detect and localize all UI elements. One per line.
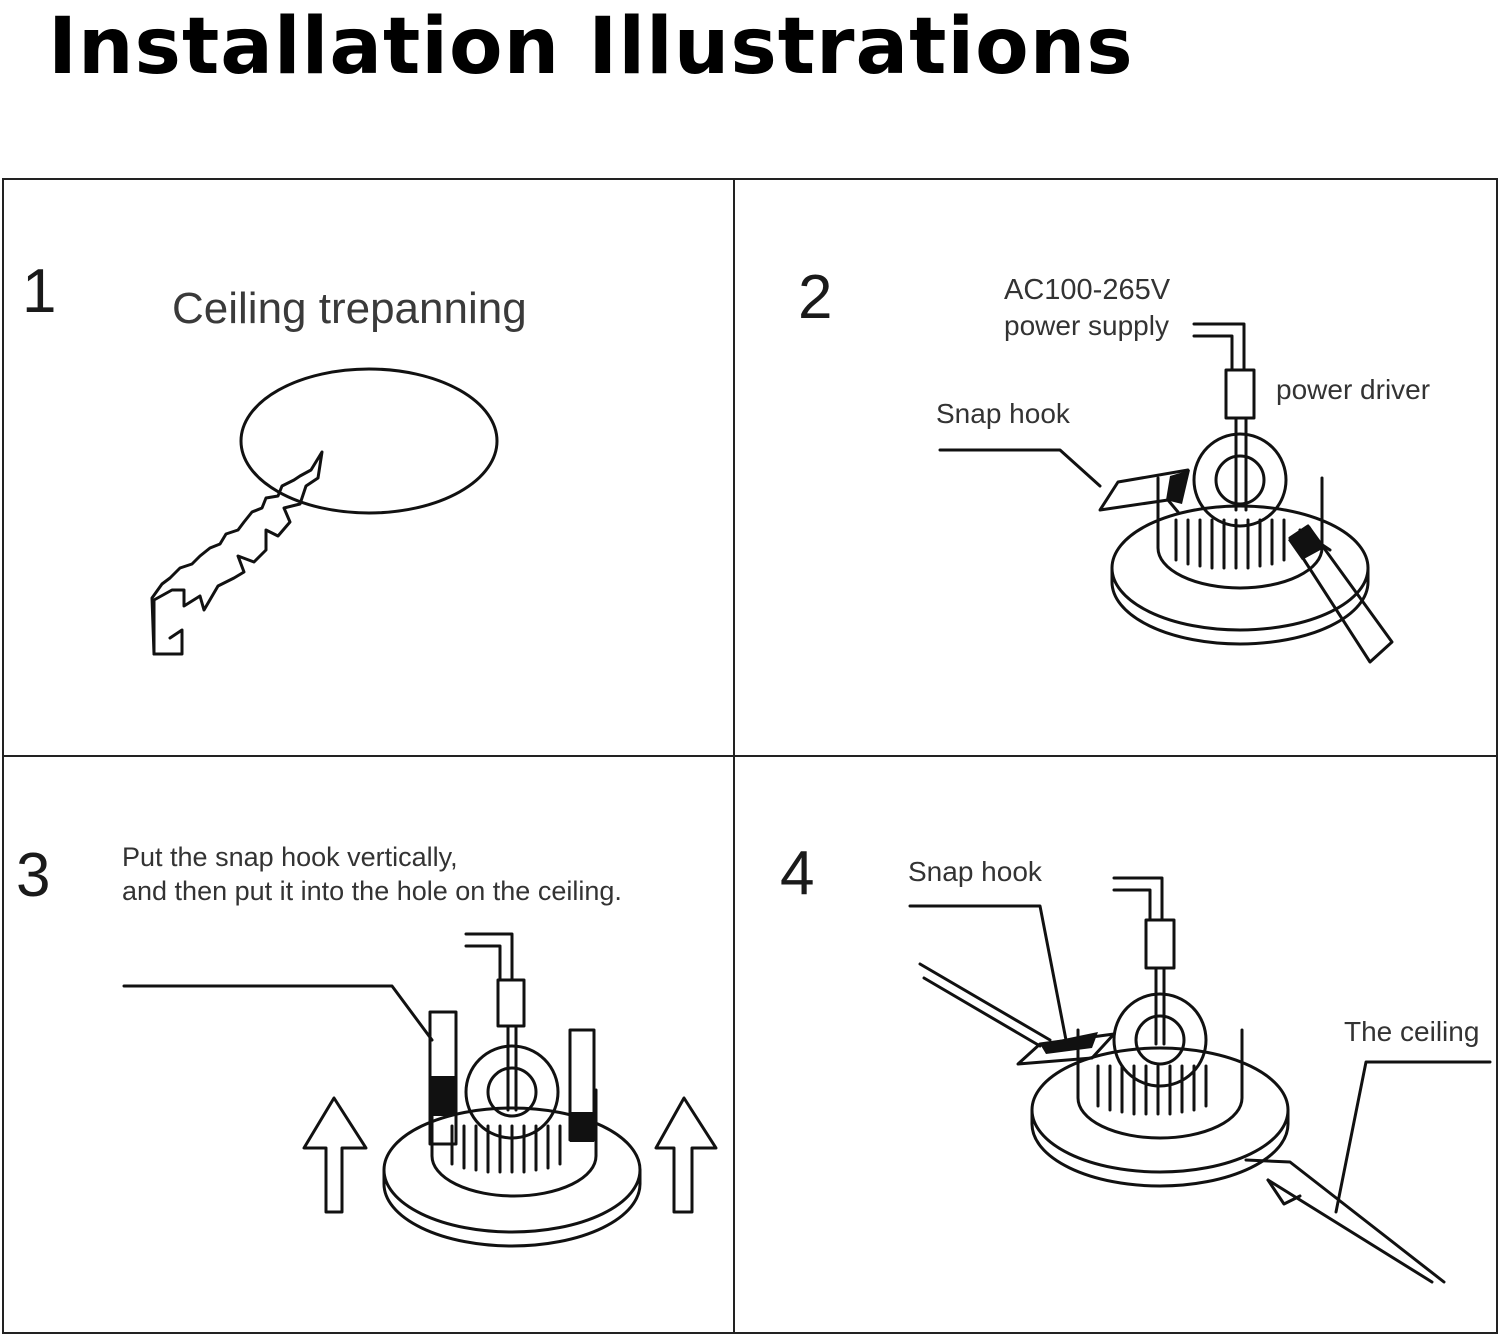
step-3-line-2: and then put it into the hole on the cei… bbox=[122, 876, 622, 906]
snap-hook-band-3a bbox=[430, 1076, 456, 1116]
power-supply-label: power supply bbox=[1004, 310, 1169, 341]
downlight-fixture-2 bbox=[940, 324, 1392, 662]
snap-hook-band-2a bbox=[1166, 470, 1190, 504]
grid-divider-horizontal bbox=[2, 755, 1498, 757]
up-arrow-right-icon bbox=[656, 1098, 716, 1212]
saw-icon bbox=[152, 452, 322, 654]
step-number-4: 4 bbox=[780, 839, 815, 908]
step-number-1: 1 bbox=[22, 257, 57, 326]
ceiling-label: The ceiling bbox=[1344, 1016, 1480, 1047]
up-arrow-left-icon bbox=[304, 1098, 366, 1212]
snap-hook-band-2b bbox=[1288, 526, 1324, 560]
downlight-fixture-3 bbox=[124, 934, 716, 1246]
step-1-label: Ceiling trepanning bbox=[172, 284, 527, 333]
downlight-fixture-4 bbox=[910, 878, 1490, 1282]
step-number-2: 2 bbox=[798, 263, 833, 332]
snap-hook-label-4: Snap hook bbox=[908, 856, 1042, 887]
power-driver-label: power driver bbox=[1276, 374, 1431, 405]
snap-hook-band-3b bbox=[570, 1112, 594, 1142]
ceiling-hole-drawing bbox=[241, 369, 497, 513]
supply-voltage-label: AC100-265V bbox=[1004, 274, 1171, 306]
snap-hook-band-4 bbox=[1040, 1032, 1098, 1054]
step-3-line-1: Put the snap hook vertically, bbox=[122, 842, 458, 872]
snap-hook-label-2: Snap hook bbox=[936, 398, 1070, 429]
page-title: Installation Illustrations bbox=[48, 2, 1134, 92]
step-number-3: 3 bbox=[16, 841, 51, 910]
